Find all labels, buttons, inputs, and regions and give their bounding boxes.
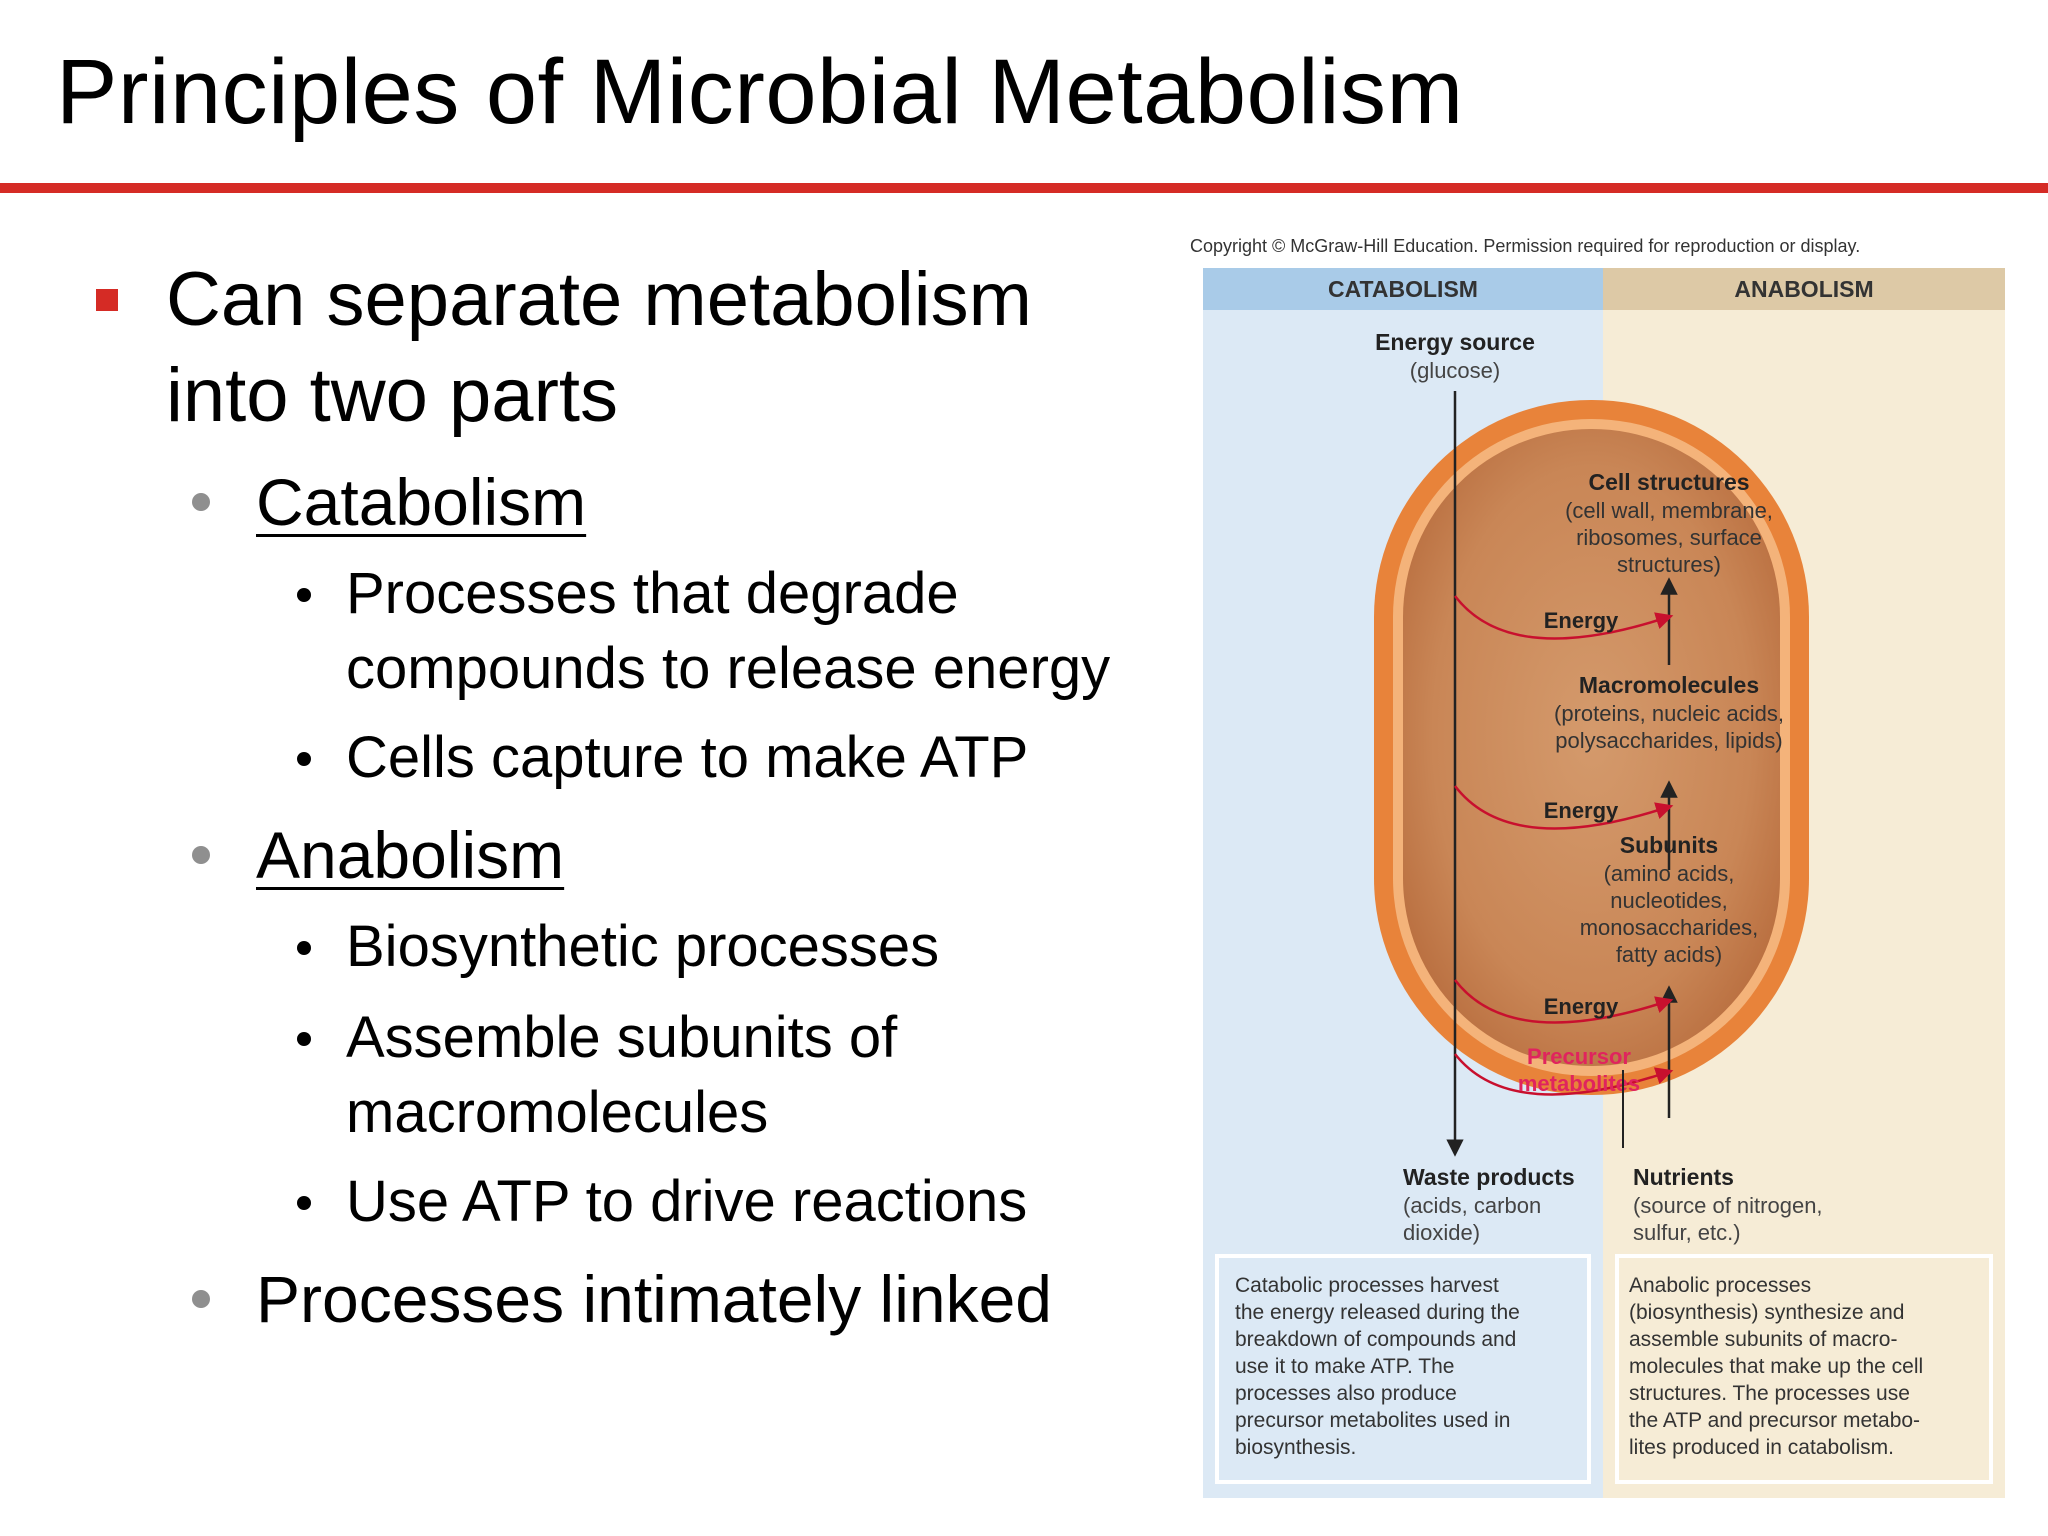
precursor-label-1: Precursor bbox=[1527, 1044, 1631, 1069]
catabolism-item-2: Cells capture to make ATP bbox=[346, 725, 1029, 790]
bullet-main-line-2: into two parts bbox=[166, 353, 618, 438]
anabolism-item-2-line-1: Assemble subunits of bbox=[346, 1005, 898, 1070]
catabolic-caption-line-5: processes also produce bbox=[1235, 1382, 1457, 1405]
anabolic-caption-line-4: molecules that make up the cell bbox=[1629, 1355, 1923, 1378]
macromolecules-detail-1: (proteins, nucleic acids, bbox=[1554, 701, 1784, 726]
waste-detail-1: (acids, carbon bbox=[1403, 1193, 1541, 1218]
anabolic-caption-line-6: the ATP and precursor metabo- bbox=[1629, 1409, 1920, 1432]
catabolic-caption-box bbox=[1215, 1254, 1591, 1484]
bullet-dot bbox=[297, 588, 311, 602]
bullet-main-line-1: Can separate metabolism bbox=[166, 257, 1032, 342]
anabolic-caption-line-2: (biosynthesis) synthesize and bbox=[1629, 1301, 1904, 1324]
anabolism-heading: Anabolism bbox=[256, 814, 1156, 896]
energy-arrow bbox=[1454, 595, 1674, 640]
anabolism-item-1: Biosynthetic processes bbox=[346, 914, 940, 979]
subunits-detail-1: (amino acids, bbox=[1604, 861, 1735, 886]
energy-arrow bbox=[1454, 785, 1674, 830]
anabolic-caption-line-7: lites produced in catabolism. bbox=[1629, 1436, 1894, 1459]
bullet-dot bbox=[192, 493, 210, 511]
catabolic-caption-line-4: use it to make ATP. The bbox=[1235, 1355, 1454, 1378]
linked-bullet: Processes intimately linked bbox=[256, 1262, 1052, 1336]
energy-label: Energy bbox=[1544, 608, 1619, 633]
bullet-dot bbox=[297, 1032, 311, 1046]
macromolecules-title: Macromolecules bbox=[1579, 672, 1759, 698]
catabolism-item-1-line-1: Processes that degrade bbox=[346, 561, 959, 626]
cell-structures-title: Cell structures bbox=[1588, 469, 1749, 495]
nutrients-detail-1: (source of nitrogen, bbox=[1633, 1193, 1823, 1218]
catabolic-caption-line-2: the energy released during the bbox=[1235, 1301, 1520, 1324]
anabolic-caption-line-5: structures. The processes use bbox=[1629, 1382, 1910, 1405]
bullet-dot bbox=[297, 941, 311, 955]
precursor-label-2: metabolites bbox=[1518, 1071, 1640, 1096]
catabolism-header: CATABOLISM bbox=[1328, 276, 1478, 302]
energy-label: Energy bbox=[1544, 798, 1619, 823]
subunits-detail-4: fatty acids) bbox=[1616, 942, 1722, 967]
bullet-dot bbox=[192, 846, 210, 864]
catabolism-heading: Catabolism bbox=[256, 461, 1156, 543]
energy-source-detail: (glucose) bbox=[1410, 358, 1500, 383]
catabolism-header-bar bbox=[1203, 268, 1603, 310]
cytoplasm bbox=[1403, 429, 1780, 1066]
anabolism-item-3: Use ATP to drive reactions bbox=[346, 1169, 1028, 1234]
waste-detail-2: dioxide) bbox=[1403, 1220, 1480, 1245]
catabolic-caption-line-3: breakdown of compounds and bbox=[1235, 1328, 1516, 1351]
anabolism-header: ANABOLISM bbox=[1734, 276, 1873, 302]
macromolecules-detail-2: polysaccharides, lipids) bbox=[1555, 728, 1782, 753]
catabolism-item-1-line-2: compounds to release energy bbox=[346, 636, 1111, 701]
energy-label: Energy bbox=[1544, 994, 1619, 1019]
catabolic-caption-line-6: precursor metabolites used in bbox=[1235, 1409, 1510, 1432]
anabolism-heading-text: Anabolism bbox=[256, 818, 565, 892]
subunits-detail-3: monosaccharides, bbox=[1580, 915, 1759, 940]
title-divider bbox=[0, 183, 2048, 193]
cell-structures-detail-1: (cell wall, membrane, bbox=[1565, 498, 1773, 523]
metabolism-figure: Copyright © McGraw-Hill Education. Permi… bbox=[1185, 228, 2015, 1508]
subunits-detail-2: nucleotides, bbox=[1610, 888, 1727, 913]
cell-structures-detail-3: structures) bbox=[1617, 552, 1721, 577]
catabolic-caption-line-1: Catabolic processes harvest bbox=[1235, 1274, 1499, 1297]
copyright-notice: Copyright © McGraw-Hill Education. Permi… bbox=[1190, 236, 1860, 256]
anabolism-header-bar bbox=[1603, 268, 2005, 310]
bullet-marker bbox=[96, 289, 118, 311]
anabolic-caption-box bbox=[1615, 1254, 1993, 1484]
anabolic-caption-line-1: Anabolic processes bbox=[1629, 1274, 1811, 1297]
bullet-dot bbox=[297, 752, 311, 766]
catabolic-caption-line-7: biosynthesis. bbox=[1235, 1436, 1356, 1459]
energy-source-title: Energy source bbox=[1375, 329, 1535, 355]
slide-title: Principles of Microbial Metabolism bbox=[56, 41, 1464, 143]
anabolic-caption-line-3: assemble subunits of macro- bbox=[1629, 1328, 1897, 1351]
metabolism-diagram: Copyright © McGraw-Hill Education. Permi… bbox=[1190, 236, 2005, 1498]
cell-structures-detail-2: ribosomes, surface bbox=[1576, 525, 1762, 550]
anabolism-item-2-line-2: macromolecules bbox=[346, 1080, 769, 1145]
energy-arrow bbox=[1454, 979, 1674, 1024]
bullet-dot bbox=[297, 1196, 311, 1210]
catabolism-heading-text: Catabolism bbox=[256, 465, 587, 539]
waste-title: Waste products bbox=[1403, 1164, 1575, 1190]
nutrients-detail-2: sulfur, etc.) bbox=[1633, 1220, 1741, 1245]
nutrients-title: Nutrients bbox=[1633, 1164, 1734, 1190]
precursor-arrow bbox=[1454, 1053, 1674, 1096]
bullet-content: Can separate metabolism into two parts C… bbox=[96, 257, 1156, 1336]
subunits-title: Subunits bbox=[1620, 832, 1718, 858]
bullet-dot bbox=[192, 1290, 210, 1308]
